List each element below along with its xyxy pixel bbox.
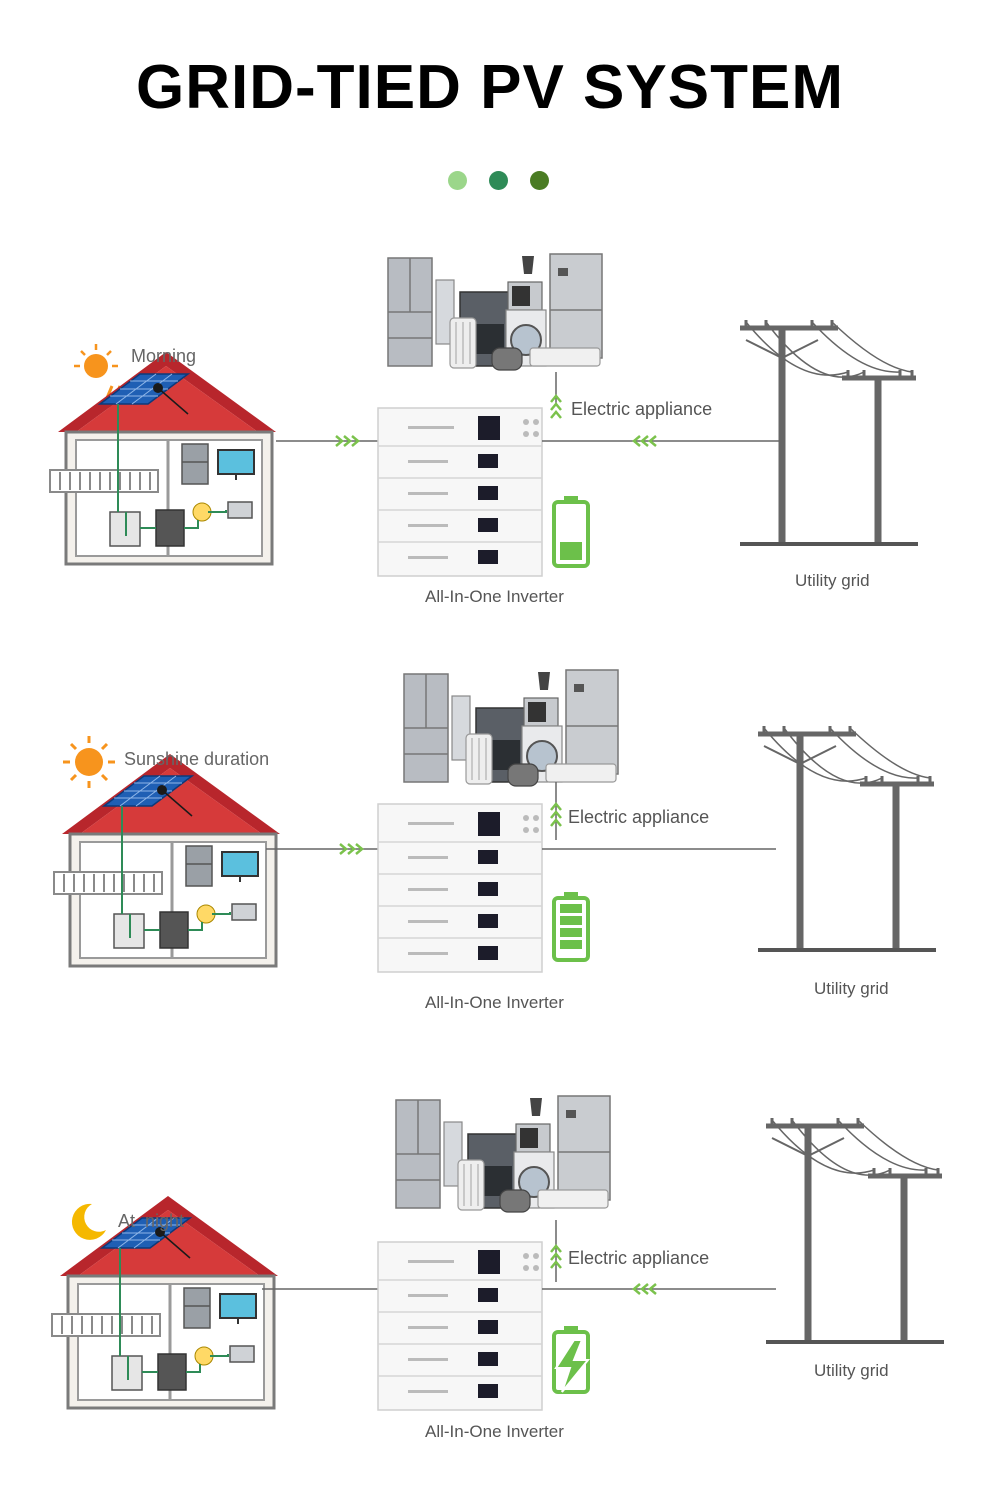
utility-pole-illustration	[758, 726, 936, 950]
house-illustration	[52, 752, 282, 968]
battery-charging-icon	[552, 1326, 591, 1394]
page-title: GRID-TIED PV SYSTEM	[136, 53, 844, 122]
appliance-label: Electric appliance	[568, 807, 710, 827]
appliance-label: Electric appliance	[571, 399, 713, 419]
inverter-illustration	[377, 407, 543, 577]
sun-icon	[63, 736, 115, 788]
dot-light-green	[448, 171, 467, 190]
appliances-illustration	[403, 669, 619, 787]
dot-green	[489, 171, 508, 190]
grid-label: Utility grid	[795, 571, 870, 590]
grid-label: Utility grid	[814, 1361, 889, 1380]
panel-night: At night Electric appliance All-In-One I…	[0, 0, 1000, 1441]
time-label: Morning	[131, 346, 197, 366]
inverter-illustration	[377, 803, 543, 973]
panel-morning: Morning Electric appliance All-In-One In…	[0, 0, 1000, 606]
battery-low-icon	[552, 496, 590, 568]
appliances-illustration	[395, 1095, 611, 1213]
inverter-label: All-In-One Inverter	[425, 1422, 564, 1441]
battery-full-icon	[552, 892, 590, 962]
time-label: At night	[118, 1211, 185, 1231]
dot-dark-green	[530, 171, 549, 190]
inverter-label: All-In-One Inverter	[425, 993, 564, 1012]
decorative-dots	[448, 171, 558, 193]
inverter-label: All-In-One Inverter	[425, 587, 564, 606]
utility-pole-illustration	[766, 1118, 944, 1342]
grid-label: Utility grid	[814, 979, 889, 998]
moon-icon	[71, 1203, 106, 1240]
inverter-illustration	[377, 1241, 543, 1411]
appliance-label: Electric appliance	[568, 1248, 710, 1268]
time-label: Sunshine duration	[124, 749, 270, 769]
panel-morning-diagram	[48, 253, 1000, 577]
